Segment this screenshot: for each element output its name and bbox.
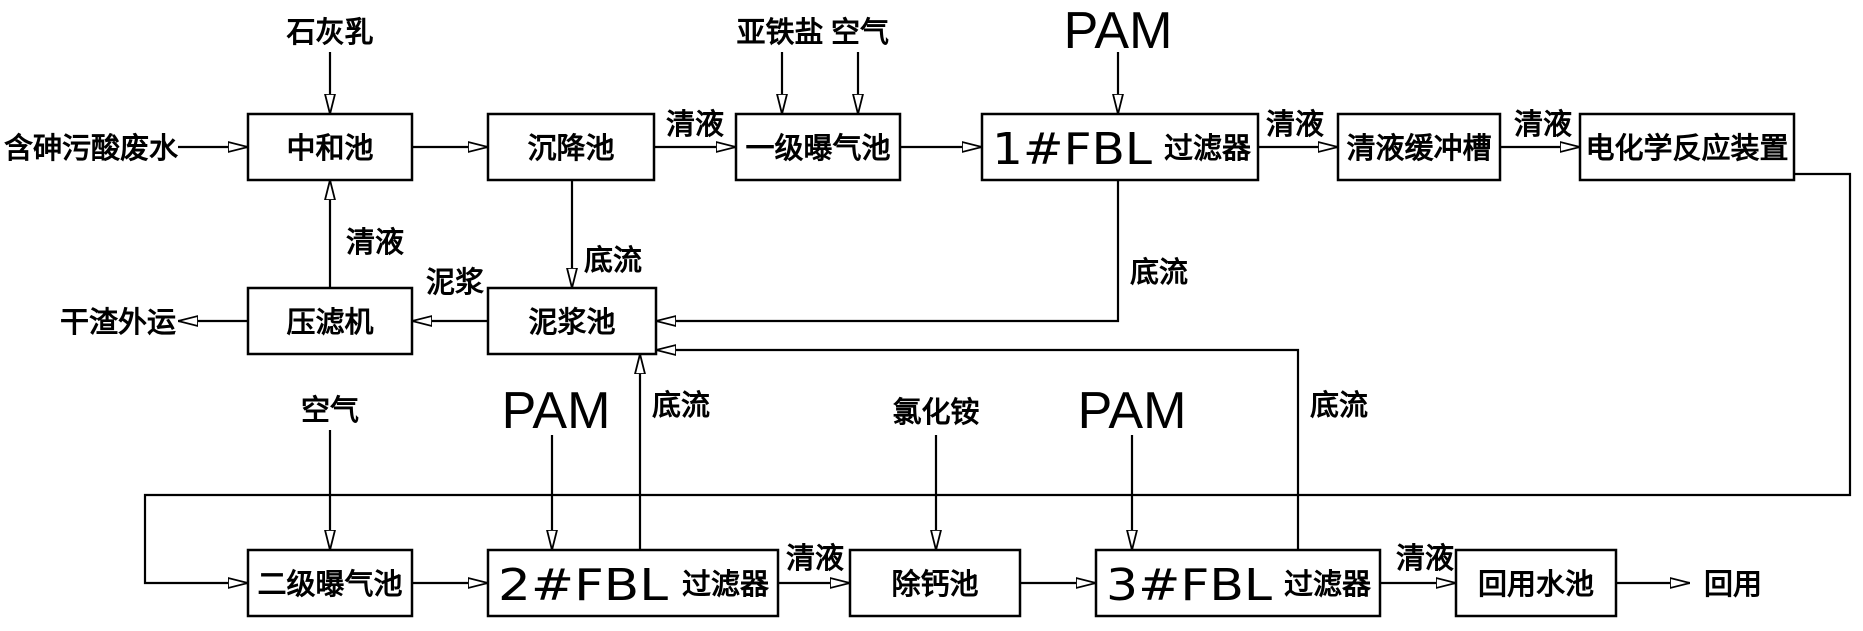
air-label-top: 空气	[831, 15, 889, 49]
io-labels: 含砷污酸废水 石灰乳 亚铁盐 空气 PAM 干渣外运 空气 PAM 氯化铵 PA…	[4, 2, 1762, 601]
aeration1-box	[734, 112, 902, 182]
air-label-bottom: 空气	[301, 393, 359, 427]
pam-label-fbl3: PAM	[1078, 382, 1187, 440]
fbl3-suffix: 过滤器	[1284, 567, 1372, 601]
aeration2-label: 二级曝气池	[257, 567, 402, 601]
underflow-label-fbl2: 底流	[652, 388, 710, 422]
wastewater-label: 含砷污酸废水	[4, 131, 179, 165]
fbl2-box	[486, 548, 780, 618]
reuse-pool-box	[1454, 548, 1618, 618]
underflow-label-settling: 底流	[584, 243, 642, 277]
flow-fbl3-underflow	[656, 350, 1300, 562]
clear-label-fbl3: 清液	[1396, 541, 1454, 575]
clear-label-buffer: 清液	[1514, 107, 1572, 141]
flow-labels: 清液 清液 清液 清液 底流 底流 泥浆 底流 底流 清液 清液	[346, 107, 1572, 575]
electrochem-box	[1578, 112, 1796, 182]
filter-press-label: 压滤机	[286, 305, 373, 339]
underflow-label-fbl1: 底流	[1130, 255, 1188, 289]
settling-pool-box	[486, 112, 656, 182]
clear-buffer-box	[1336, 112, 1502, 182]
clear-label-settling: 清液	[666, 107, 724, 141]
fbl1-number: 1#FBL	[992, 124, 1153, 175]
lime-milk-label: 石灰乳	[285, 15, 373, 49]
fbl1-box	[980, 112, 1260, 182]
aeration1-label: 一级曝气池	[745, 131, 890, 165]
flow-electrochem-to-aeration2	[143, 172, 1852, 583]
clear-buffer-label: 清液缓冲槽	[1346, 131, 1491, 165]
ferrous-salt-label: 亚铁盐	[736, 15, 823, 49]
filter-press-box	[246, 286, 414, 356]
underflow-label-fbl3: 底流	[1310, 388, 1368, 422]
fbl3-box	[1094, 548, 1382, 618]
slurry-pool-label: 泥浆池	[528, 305, 615, 339]
electrochem-label: 电化学反应装置	[1585, 131, 1788, 165]
connectors	[143, 52, 1852, 583]
pam-label-fbl2: PAM	[502, 382, 611, 440]
reuse-output-label: 回用	[1704, 567, 1762, 601]
aeration2-box	[246, 548, 414, 618]
neutral-pool-label: 中和池	[286, 131, 373, 165]
settling-pool-label: 沉降池	[527, 131, 614, 165]
clear-label-press: 清液	[346, 225, 404, 259]
fbl3-number: 3#FBL	[1106, 560, 1273, 611]
slurry-pool-box	[486, 286, 658, 356]
reuse-pool-label: 回用水池	[1478, 567, 1594, 601]
fbl1-suffix: 过滤器	[1164, 131, 1252, 165]
calcium-removal-label: 除钙池	[891, 567, 978, 601]
neutral-pool-box	[246, 112, 414, 182]
pam-label-top: PAM	[1064, 2, 1173, 60]
flow-fbl1-underflow	[656, 180, 1120, 321]
box-labels: 中和池 沉降池 一级曝气池 1#FBL 过滤器 清液缓冲槽 电化学反应装置 压滤…	[257, 124, 1788, 611]
clear-label-fbl2: 清液	[786, 541, 844, 575]
slurry-label: 泥浆	[426, 265, 485, 299]
equipment-boxes	[246, 112, 1796, 618]
fbl2-number: 2#FBL	[498, 560, 669, 611]
clear-label-fbl1: 清液	[1266, 107, 1324, 141]
calcium-removal-box	[848, 548, 1022, 618]
nh4cl-label: 氯化铵	[892, 395, 979, 429]
fbl2-suffix: 过滤器	[682, 567, 770, 601]
dry-slag-label: 干渣外运	[60, 305, 176, 339]
